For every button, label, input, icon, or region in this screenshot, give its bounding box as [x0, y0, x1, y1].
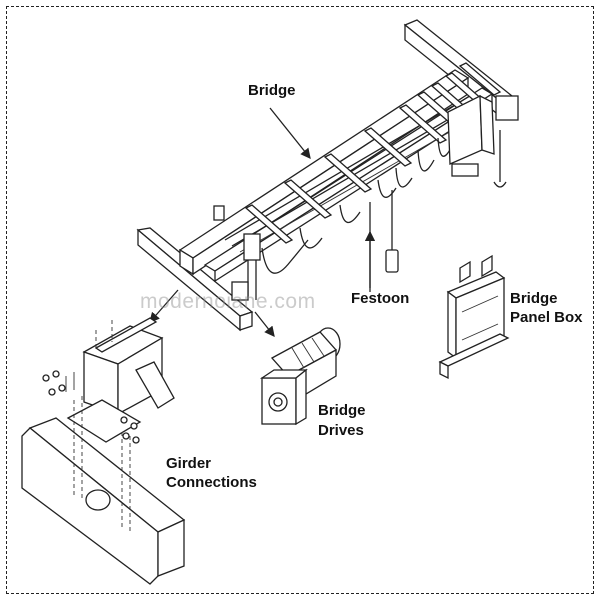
bolts [42, 370, 140, 444]
festoon-label: Festoon [351, 290, 410, 307]
panel-box-label-line1: Bridge [510, 290, 558, 307]
watermark: modernoiane.com [140, 290, 316, 313]
girder-pointer [149, 289, 179, 323]
drives-label-line1: Bridge [318, 402, 366, 419]
bridge-pointer [269, 107, 311, 160]
dashed-frame [6, 6, 594, 594]
drives-pointer [254, 311, 275, 338]
bridge-assembly [136, 19, 519, 332]
panel-box-illustration [438, 254, 510, 380]
bridge-label: Bridge [248, 82, 296, 99]
girder-label-line2: Connections [166, 474, 257, 491]
hoist-trolley [447, 94, 519, 188]
girder-connections-illustration [21, 317, 186, 585]
panel-box-label-line2: Panel Box [510, 309, 583, 326]
girder-label-line1: Girder [166, 455, 212, 472]
drives-label-line2: Drives [318, 422, 364, 439]
drives-illustration [259, 327, 341, 426]
